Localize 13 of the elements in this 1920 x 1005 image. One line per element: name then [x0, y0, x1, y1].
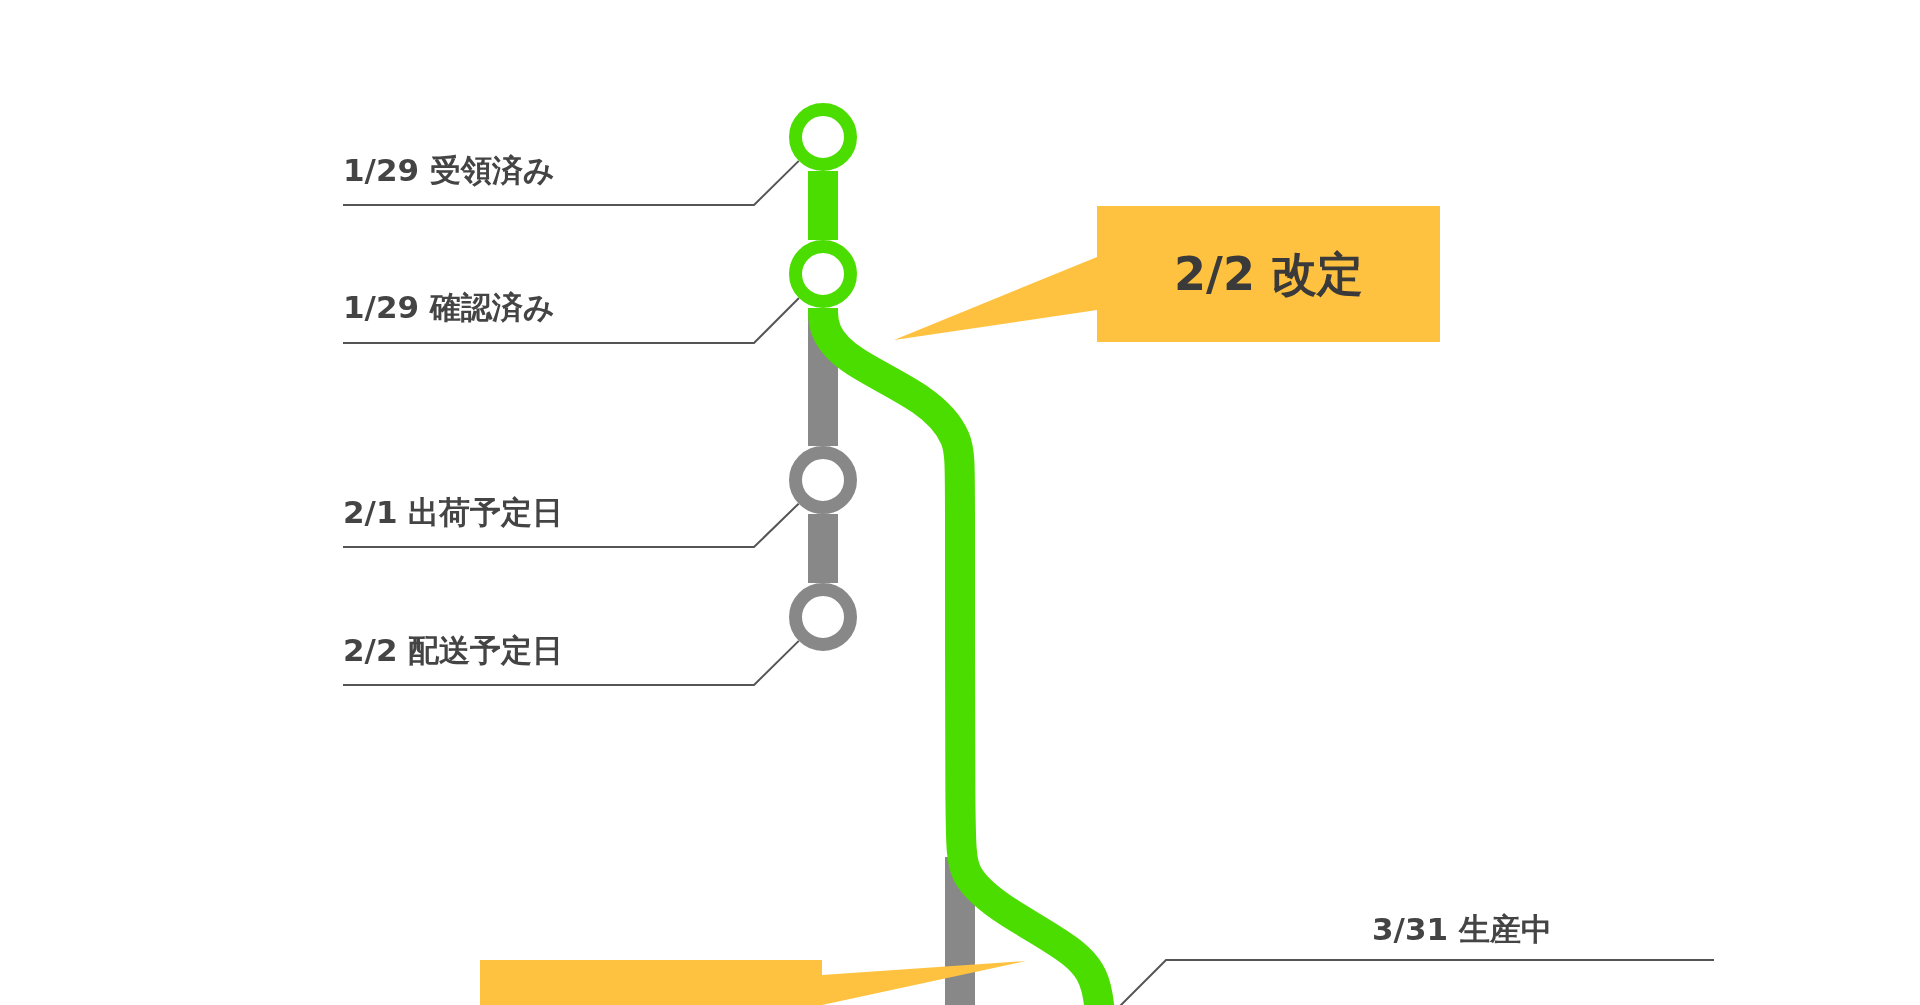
station-label: 2/1 出荷予定日 [343, 493, 565, 532]
leader-line [342, 639, 800, 686]
station-label: 1/29 受領済み [343, 151, 556, 190]
station-label: 1/29 確認済み [343, 288, 556, 327]
rail-line [808, 514, 838, 583]
leader-line [342, 297, 800, 344]
station-label: 2/2 配送予定日 [343, 631, 565, 670]
leader-line [342, 159, 800, 206]
rail-line [808, 171, 838, 240]
station-label: 3/31 生産中 [1372, 910, 1553, 949]
leader-line [342, 502, 800, 548]
leader-line [1117, 959, 1715, 1005]
callout-text: 2/2 改定 [1173, 246, 1364, 303]
